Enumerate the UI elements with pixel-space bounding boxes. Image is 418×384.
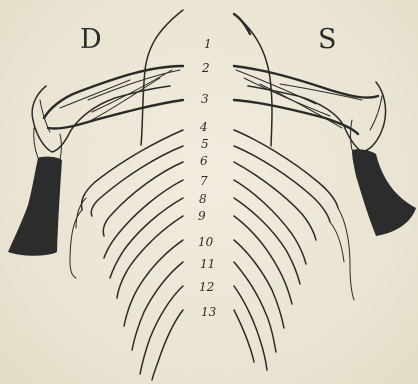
segment-number: 5 <box>201 137 209 151</box>
label-left-side: D <box>80 24 102 55</box>
right-branch-3 <box>234 100 358 134</box>
segment-number: 8 <box>199 192 207 206</box>
segment-number: 9 <box>198 209 206 223</box>
right-nerve-group <box>234 14 416 370</box>
segment-number: 6 <box>200 154 208 168</box>
left-trunk <box>141 10 183 145</box>
right-branch-2 <box>234 66 378 98</box>
segment-number: 12 <box>199 280 214 294</box>
segment-number: 3 <box>201 92 209 106</box>
segment-number: 1 <box>204 37 212 51</box>
segment-numbers: 1 2 3 4 5 6 7 8 9 10 11 12 13 <box>198 37 217 319</box>
right-limb-shading <box>352 149 416 236</box>
segment-number: 7 <box>200 174 208 188</box>
right-trunk <box>234 14 272 146</box>
label-right-side: S <box>318 24 337 55</box>
right-branch-4 <box>234 130 338 208</box>
segment-number: 11 <box>200 257 215 271</box>
segment-number: 4 <box>199 120 208 134</box>
segment-number: 2 <box>201 61 210 75</box>
segment-number: 13 <box>201 305 217 319</box>
segment-number: 10 <box>198 235 214 249</box>
left-nerve-group <box>8 10 183 380</box>
left-limb-shading <box>8 157 62 256</box>
